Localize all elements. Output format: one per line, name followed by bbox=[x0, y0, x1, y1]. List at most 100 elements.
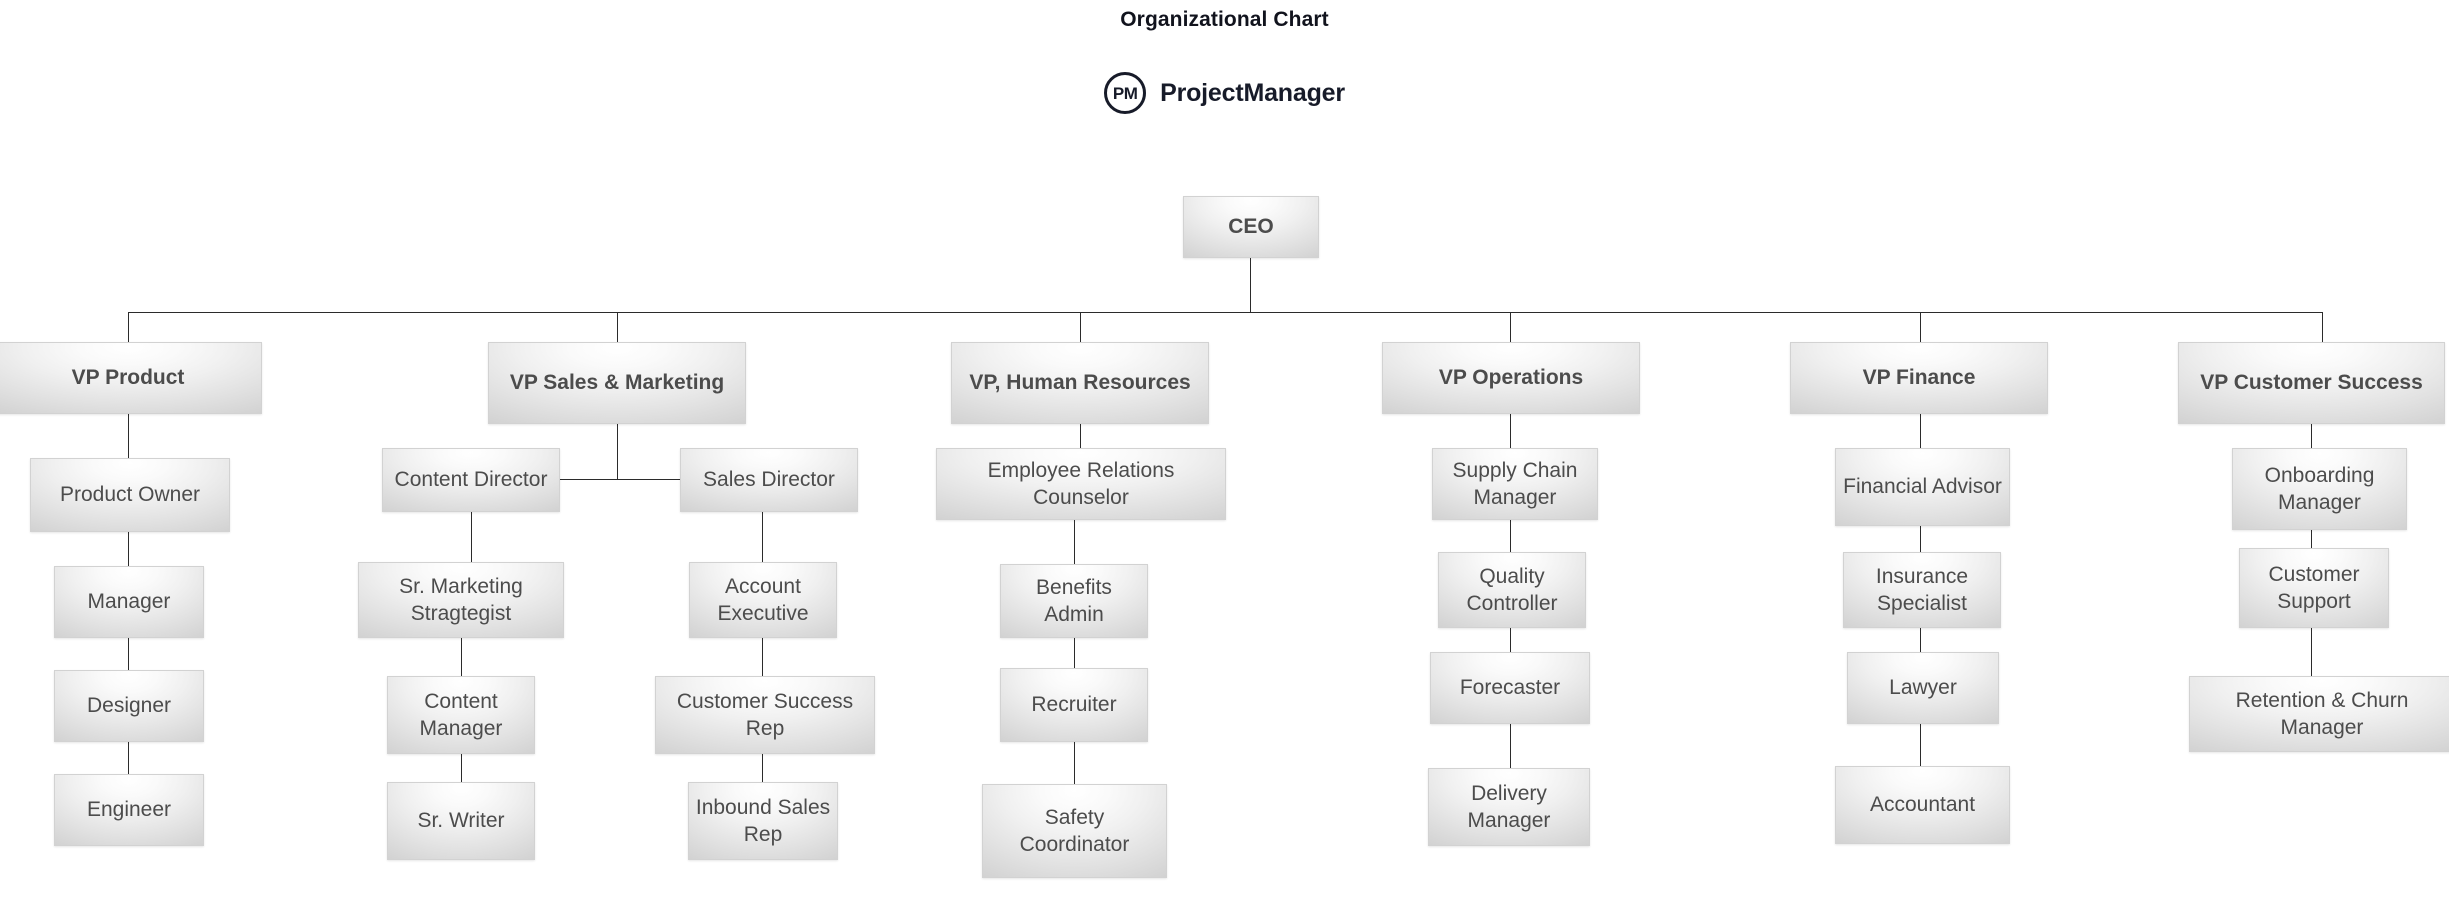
node-label: Employee Relations Counselor bbox=[987, 458, 1175, 509]
node-label: VP Sales & Marketing bbox=[509, 371, 725, 395]
connector-ceo-stem bbox=[1250, 258, 1251, 312]
connector-recruiter-to-safety bbox=[1074, 742, 1075, 784]
node-vp-customer-success[interactable]: VP Customer Success bbox=[2178, 342, 2445, 424]
node-label: VP Finance bbox=[1862, 366, 1976, 390]
node-label: VP, Human Resources bbox=[969, 371, 1191, 395]
node-onboarding-manager[interactable]: Onboarding Manager bbox=[2232, 448, 2407, 530]
node-label: Sr. Writer bbox=[417, 809, 505, 833]
node-label: Sales Director bbox=[703, 468, 835, 492]
connector-customer-support-to-retention bbox=[2311, 628, 2312, 676]
connector-fin-advisor-to-insurance bbox=[1920, 526, 1921, 552]
node-label: VP Operations bbox=[1438, 366, 1584, 390]
connector-sales-director-to-account-exec bbox=[762, 512, 763, 562]
node-label: Designer bbox=[86, 694, 172, 718]
node-vp-finance[interactable]: VP Finance bbox=[1790, 342, 2048, 414]
node-sr-marketing-strategist[interactable]: Sr. Marketing Stragtegist bbox=[358, 562, 564, 638]
brand-lockup: PM ProjectManager bbox=[0, 72, 2449, 114]
node-quality-controller[interactable]: Quality Controller bbox=[1438, 552, 1586, 628]
node-label: Inbound Sales Rep bbox=[695, 795, 831, 846]
connector-vp-sales-split bbox=[470, 479, 720, 480]
node-product-owner[interactable]: Product Owner bbox=[30, 458, 230, 532]
node-label: Safety Coordinator bbox=[1019, 805, 1130, 856]
node-label: Supply Chain Manager bbox=[1452, 458, 1578, 509]
connector-forecaster-to-delivery bbox=[1510, 724, 1511, 768]
connector-drop-vp-cs bbox=[2322, 312, 2323, 342]
page-title: Organizational Chart bbox=[1120, 8, 1329, 31]
node-retention-churn-manager[interactable]: Retention & Churn Manager bbox=[2189, 676, 2449, 752]
node-safety-coordinator[interactable]: Safety Coordinator bbox=[982, 784, 1167, 878]
node-customer-success-rep[interactable]: Customer Success Rep bbox=[655, 676, 875, 754]
node-sr-writer[interactable]: Sr. Writer bbox=[387, 782, 535, 860]
node-label: Insurance Specialist bbox=[1875, 564, 1969, 615]
node-label: Lawyer bbox=[1889, 676, 1957, 700]
node-label: Benefits Admin bbox=[1036, 575, 1112, 626]
connector-content-director-to-sr-marketing bbox=[471, 512, 472, 562]
node-label: Customer Success Rep bbox=[676, 689, 854, 740]
logo-initials: PM bbox=[1112, 83, 1138, 103]
connector-er-counselor-to-benefits bbox=[1074, 520, 1075, 564]
node-employee-relations-counselor[interactable]: Employee Relations Counselor bbox=[936, 448, 1226, 520]
node-content-director[interactable]: Content Director bbox=[382, 448, 560, 512]
connector-vp-cs-to-onboarding bbox=[2311, 424, 2312, 448]
node-label: Manager bbox=[87, 590, 171, 614]
connector-content-manager-to-sr-writer bbox=[461, 754, 462, 782]
node-sales-director[interactable]: Sales Director bbox=[680, 448, 858, 512]
node-vp-sales-marketing[interactable]: VP Sales & Marketing bbox=[488, 342, 746, 424]
node-label: CEO bbox=[1228, 215, 1274, 239]
node-financial-advisor[interactable]: Financial Advisor bbox=[1835, 448, 2010, 526]
connector-insurance-to-lawyer bbox=[1920, 628, 1921, 652]
connector-sr-marketing-to-content-manager bbox=[461, 638, 462, 676]
node-engineer[interactable]: Engineer bbox=[54, 774, 204, 846]
node-label: Accountant bbox=[1869, 793, 1976, 817]
node-account-executive[interactable]: Account Executive bbox=[689, 562, 837, 638]
connector-onboarding-to-customer-support bbox=[2311, 530, 2312, 548]
connector-drop-vp-sales bbox=[617, 312, 618, 342]
connector-ceo-bus bbox=[128, 312, 2322, 313]
node-manager[interactable]: Manager bbox=[54, 566, 204, 638]
connector-vp-ops-to-supply-chain bbox=[1510, 414, 1511, 448]
connector-drop-vp-ops bbox=[1510, 312, 1511, 342]
connector-vp-hr-to-er-counselor bbox=[1080, 424, 1081, 448]
connector-drop-vp-hr bbox=[1080, 312, 1081, 342]
connector-account-exec-to-cs-rep bbox=[762, 638, 763, 676]
connector-drop-vp-finance bbox=[1920, 312, 1921, 342]
node-accountant[interactable]: Accountant bbox=[1835, 766, 2010, 844]
connector-designer-to-engineer bbox=[128, 742, 129, 774]
node-label: Content Director bbox=[394, 468, 548, 492]
node-designer[interactable]: Designer bbox=[54, 670, 204, 742]
connector-quality-to-forecaster bbox=[1510, 628, 1511, 652]
node-label: Recruiter bbox=[1031, 693, 1117, 717]
connector-vp-sales-stem bbox=[617, 424, 618, 479]
connector-benefits-to-recruiter bbox=[1074, 638, 1075, 668]
node-label: Onboarding Manager bbox=[2264, 463, 2375, 514]
connector-product-owner-to-manager bbox=[128, 532, 129, 566]
node-label: Retention & Churn Manager bbox=[2235, 688, 2409, 739]
node-label: Forecaster bbox=[1459, 676, 1561, 700]
node-benefits-admin[interactable]: Benefits Admin bbox=[1000, 564, 1148, 638]
node-supply-chain-manager[interactable]: Supply Chain Manager bbox=[1432, 448, 1598, 520]
node-content-manager[interactable]: Content Manager bbox=[387, 676, 535, 754]
node-lawyer[interactable]: Lawyer bbox=[1847, 652, 1999, 724]
connector-vp-finance-to-fin-advisor bbox=[1920, 414, 1921, 448]
connector-manager-to-designer bbox=[128, 638, 129, 670]
connector-cs-rep-to-inbound-rep bbox=[762, 754, 763, 782]
node-customer-support[interactable]: Customer Support bbox=[2239, 548, 2389, 628]
node-forecaster[interactable]: Forecaster bbox=[1430, 652, 1590, 724]
node-vp-human-resources[interactable]: VP, Human Resources bbox=[951, 342, 1209, 424]
node-label: VP Product bbox=[71, 366, 185, 390]
node-label: Customer Support bbox=[2268, 562, 2360, 613]
node-label: Sr. Marketing Stragtegist bbox=[399, 574, 523, 625]
node-vp-product[interactable]: VP Product bbox=[0, 342, 262, 414]
node-label: Financial Advisor bbox=[1843, 475, 2002, 499]
node-inbound-sales-rep[interactable]: Inbound Sales Rep bbox=[688, 782, 838, 860]
node-delivery-manager[interactable]: Delivery Manager bbox=[1428, 768, 1590, 846]
node-vp-operations[interactable]: VP Operations bbox=[1382, 342, 1640, 414]
node-insurance-specialist[interactable]: Insurance Specialist bbox=[1843, 552, 2001, 628]
node-label: VP Customer Success bbox=[2200, 371, 2423, 395]
node-label: Engineer bbox=[86, 798, 172, 822]
node-ceo[interactable]: CEO bbox=[1183, 196, 1319, 258]
node-recruiter[interactable]: Recruiter bbox=[1000, 668, 1148, 742]
node-label: Quality Controller bbox=[1466, 564, 1558, 615]
brand-name: ProjectManager bbox=[1160, 78, 1345, 107]
